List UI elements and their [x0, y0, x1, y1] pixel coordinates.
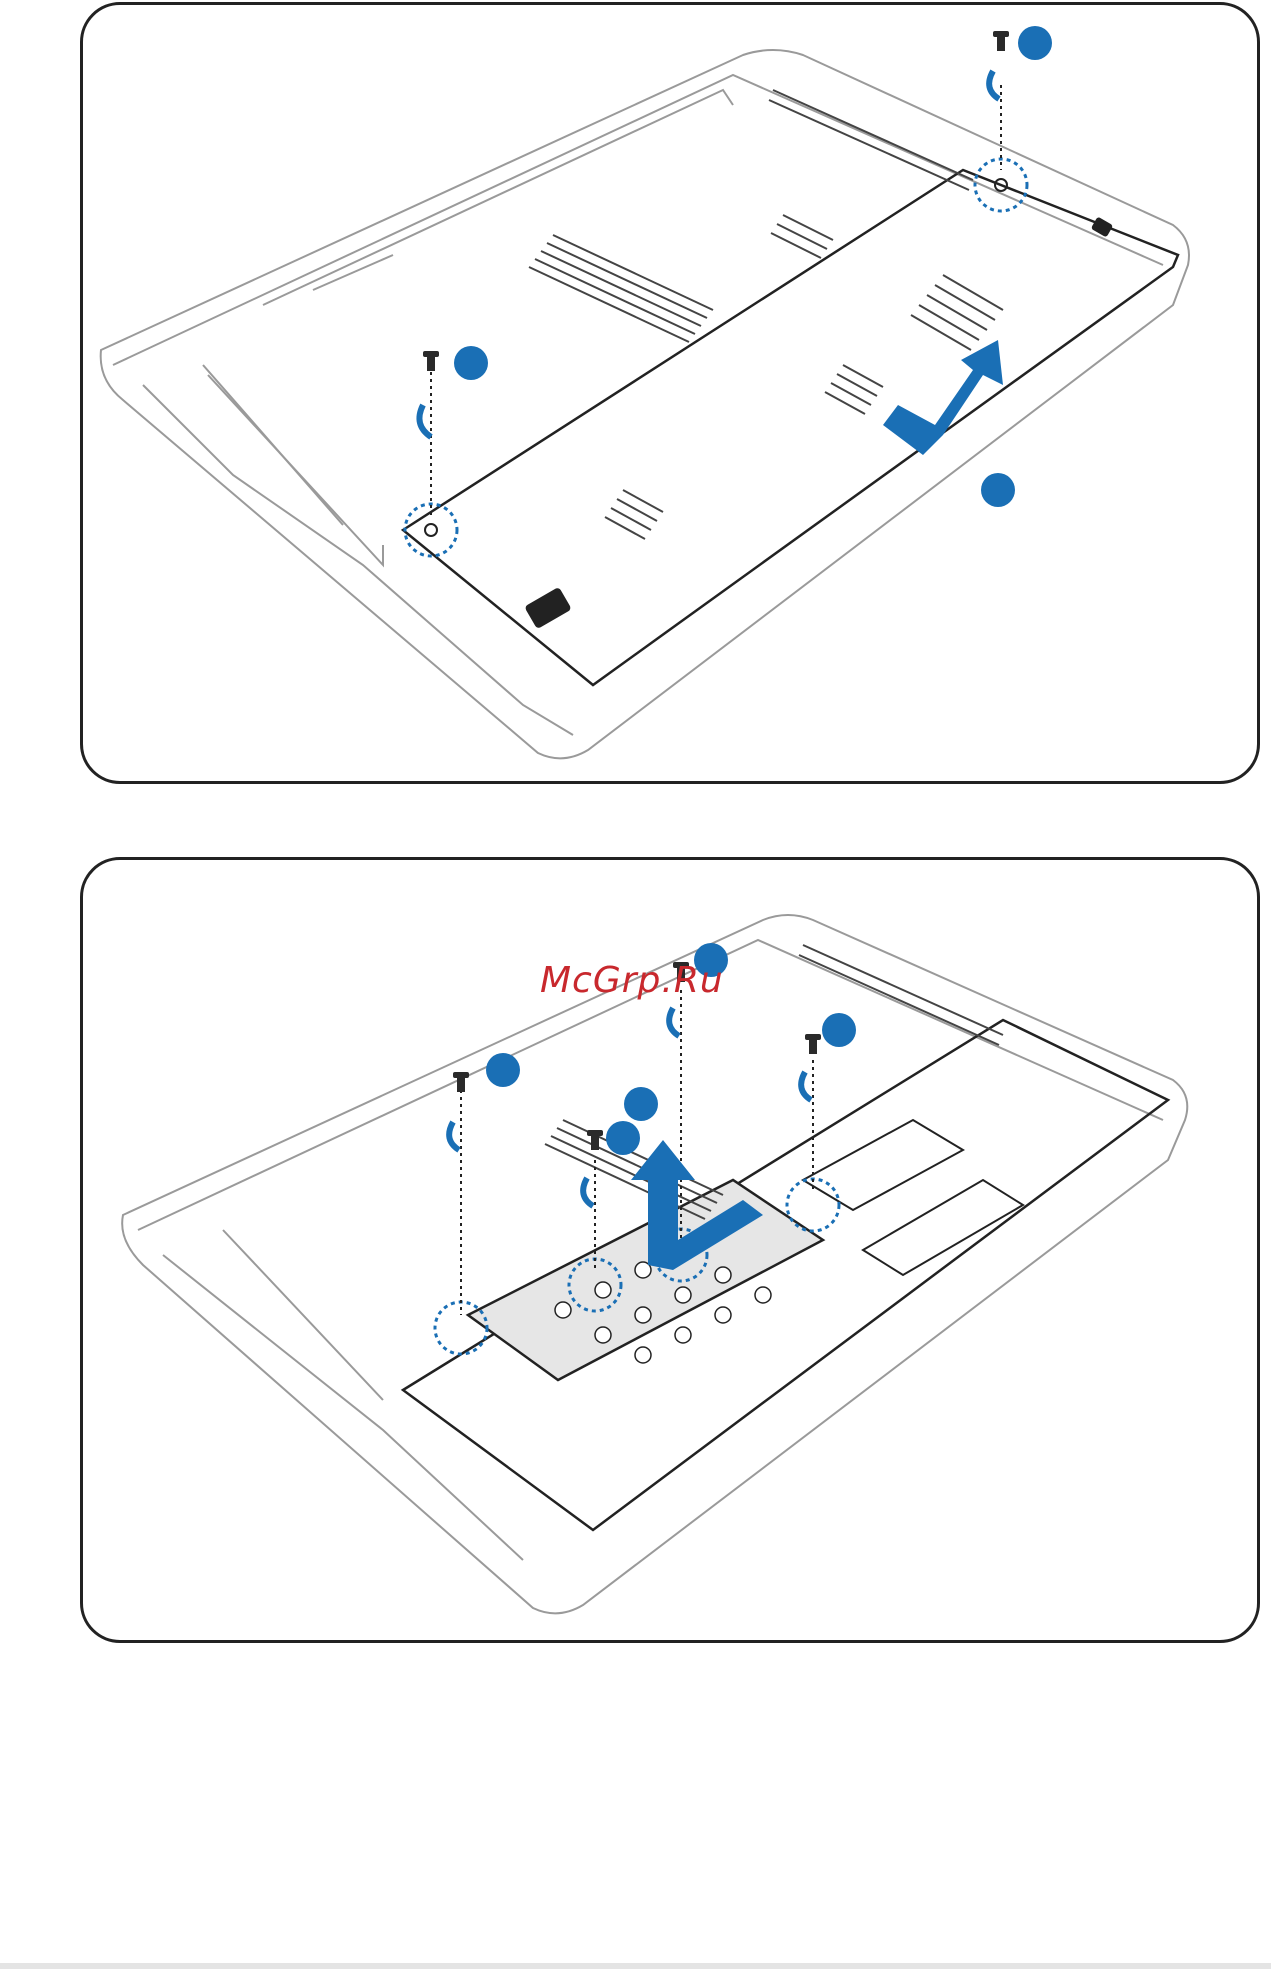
- step-marker: [454, 346, 488, 380]
- rotate-arrow-icon: [419, 405, 431, 437]
- step-panel-remove-cover: [80, 2, 1260, 784]
- bottom-cover-panel: [403, 170, 1178, 685]
- laptop-bottom-cover-illustration: [83, 5, 1260, 784]
- lift-direction-arrow-icon: [883, 340, 1003, 455]
- step-marker: [1018, 26, 1052, 60]
- open-bay-outline: [403, 1020, 1168, 1530]
- memory-modules: [803, 1120, 1023, 1275]
- screw-icon: [423, 351, 439, 371]
- screw-icon: [993, 31, 1009, 51]
- laptop-body-outline: [101, 50, 1189, 758]
- vent-grilles: [529, 90, 1003, 539]
- page-bottom-bar: [0, 1963, 1271, 1969]
- rotate-arrow-icon: [989, 71, 999, 99]
- rubber-foot: [524, 587, 572, 630]
- screw-hole: [425, 524, 437, 536]
- step-marker: [981, 473, 1015, 507]
- watermark-text: McGrp.Ru: [540, 960, 724, 1001]
- hard-disk-drive: [468, 1180, 823, 1380]
